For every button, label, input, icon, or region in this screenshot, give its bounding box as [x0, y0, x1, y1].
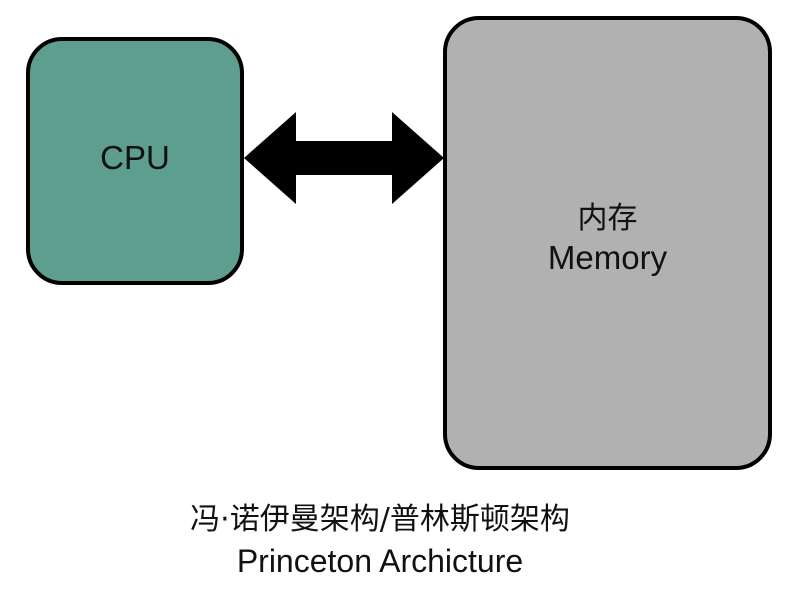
memory-label-cn: 内存 [577, 201, 638, 237]
arrow-shape [244, 112, 444, 204]
memory-label-en: Memory [547, 238, 668, 276]
caption-en: Princeton Archicture [236, 543, 524, 579]
diagram-caption: 冯·诺伊曼架构/普林斯顿架构 Princeton Archicture [0, 500, 760, 583]
cpu-label: CPU [100, 138, 170, 176]
cpu-box: CPU [26, 37, 244, 285]
bidirectional-arrow [244, 112, 444, 204]
memory-box: 内存 Memory [443, 16, 772, 470]
caption-cn: 冯·诺伊曼架构/普林斯顿架构 [190, 502, 570, 537]
